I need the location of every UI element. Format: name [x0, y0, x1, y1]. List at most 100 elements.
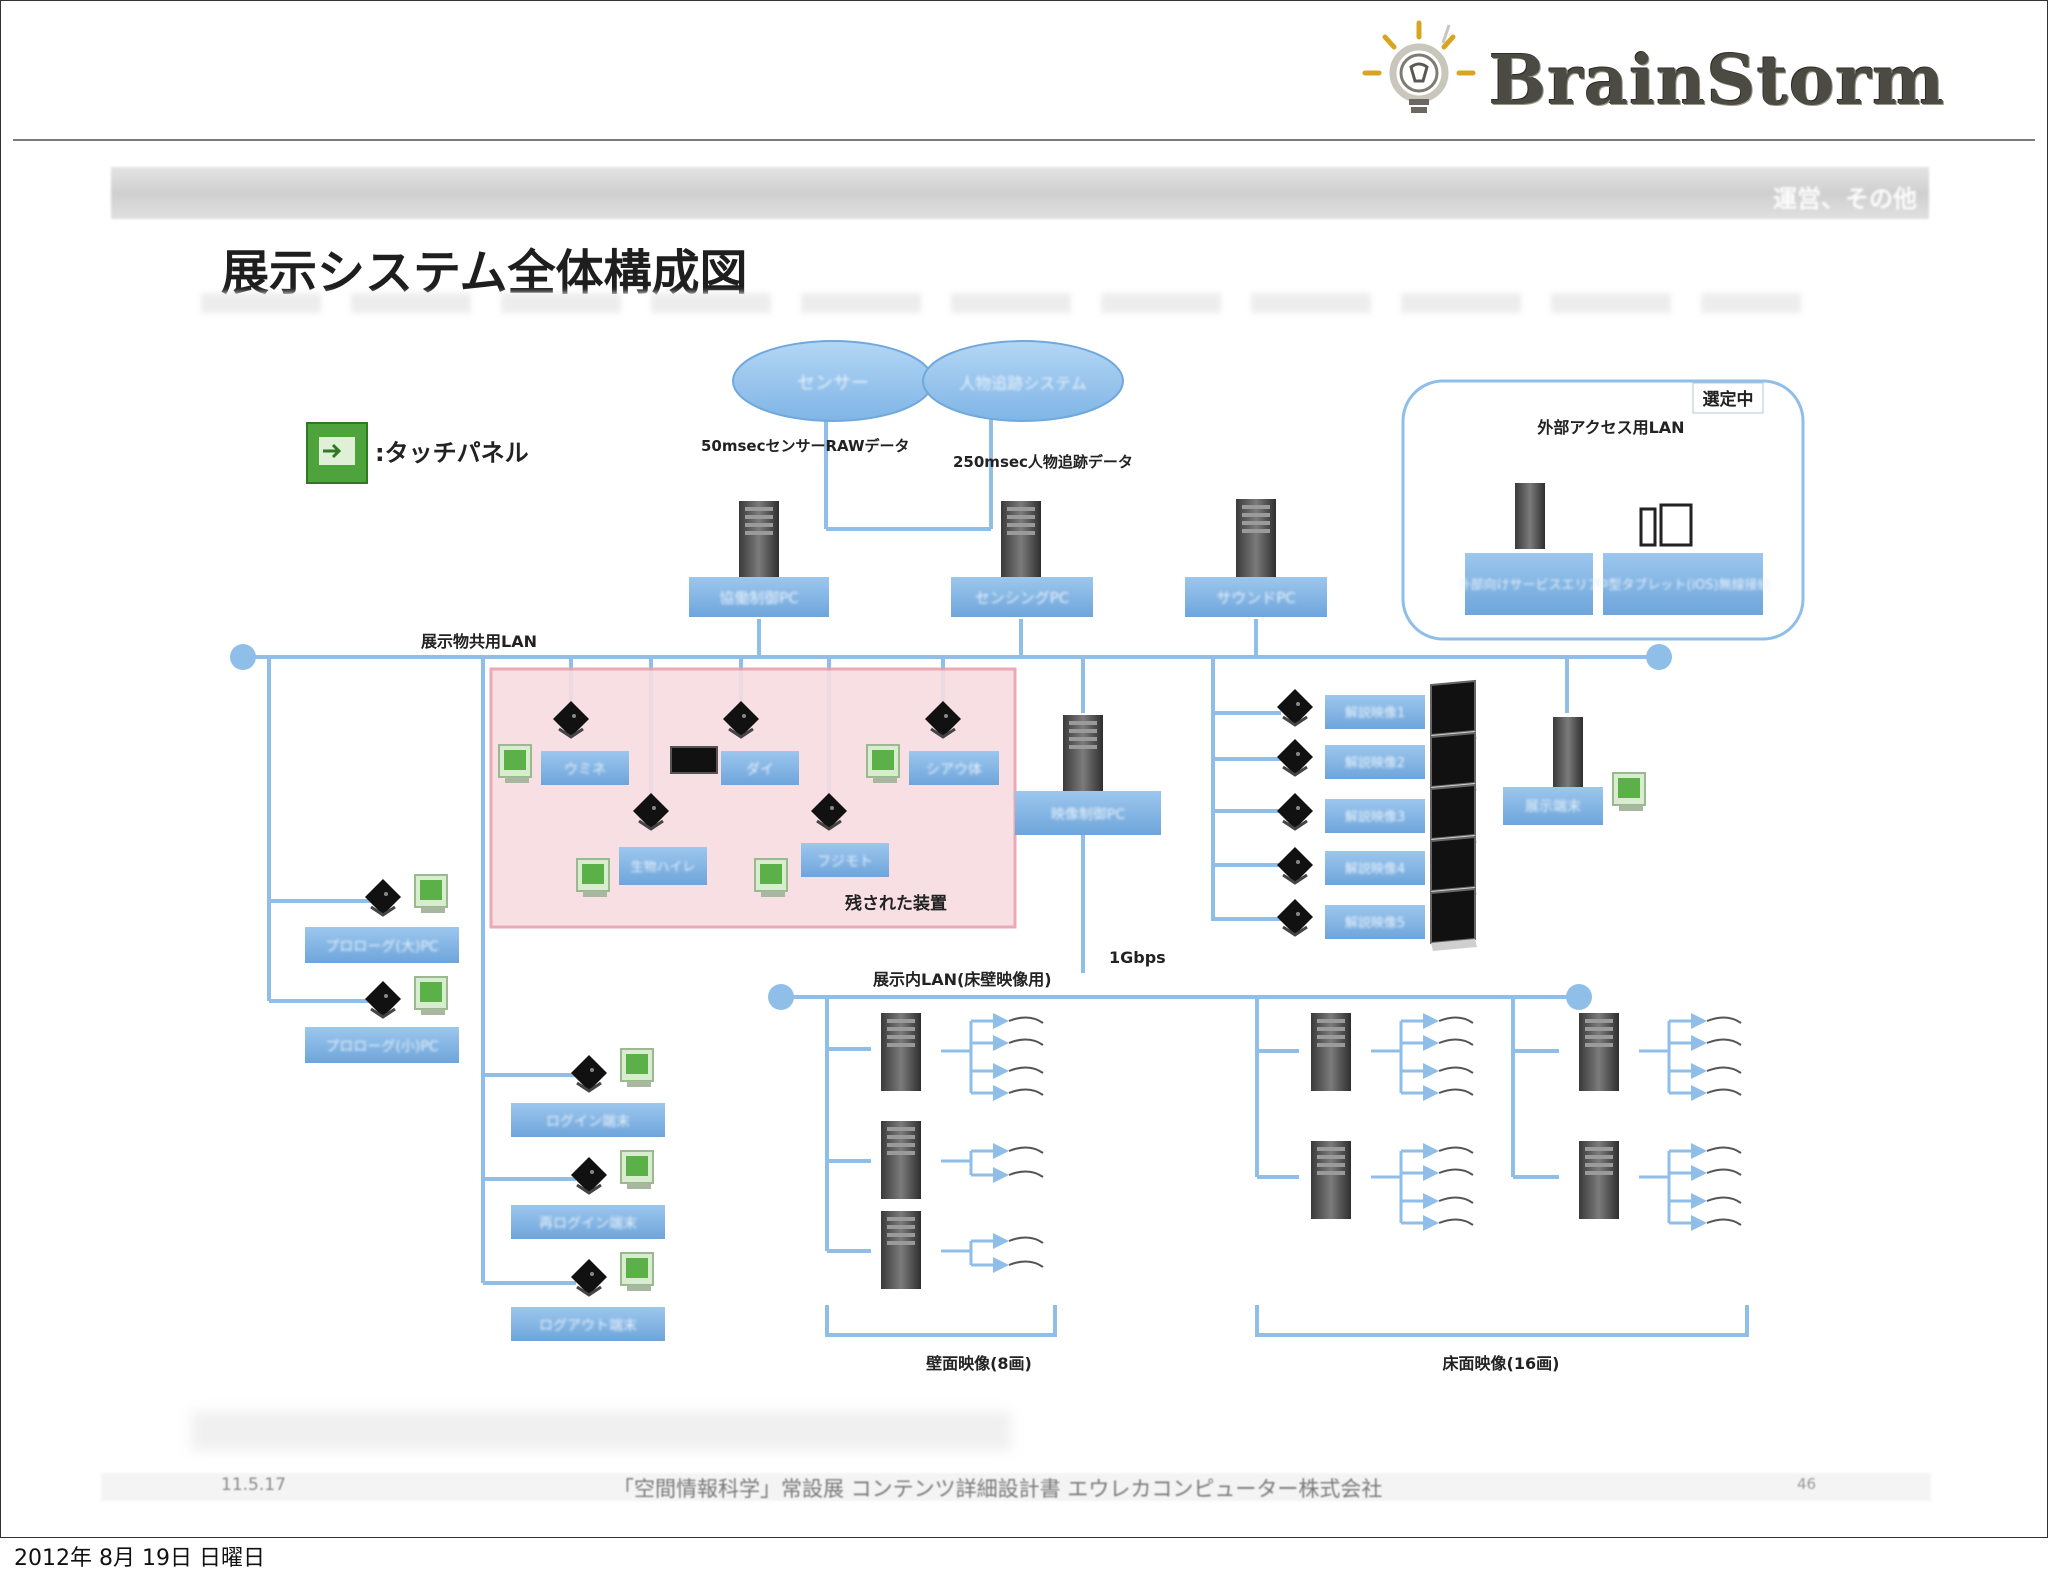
display-label: 解説映像2	[1345, 755, 1405, 771]
projector-icon	[1690, 1062, 1742, 1080]
brainstorm-logo	[1362, 20, 1476, 113]
router-icon	[1275, 897, 1315, 937]
projector-icons	[992, 1012, 1742, 1274]
server-label: 協働制御PC	[719, 589, 799, 607]
device-label: ウミネ	[564, 762, 606, 778]
footer-band	[101, 1473, 1931, 1501]
touch-panel-icon	[414, 874, 448, 914]
touch-panel-icon	[754, 858, 788, 898]
touch-panel-icon	[866, 744, 900, 784]
header-divider	[13, 139, 2035, 141]
touch-panel-icon	[414, 976, 448, 1016]
touch-panel-icon	[498, 744, 532, 784]
section-tag: 運営、その他	[1773, 185, 1917, 213]
projector-icon	[1690, 1164, 1742, 1182]
server-icon	[1553, 717, 1583, 787]
touch-panel-icon	[620, 1048, 654, 1088]
projector-icon	[1422, 1214, 1474, 1232]
station-label: プロローグ(小)PC	[325, 1039, 438, 1055]
server-icon	[881, 1013, 921, 1091]
router-icon	[569, 1155, 609, 1195]
projector-icon	[992, 1012, 1044, 1030]
cloud-tracking-label: 人物追跡システム	[959, 374, 1087, 393]
server-label: センシングPC	[975, 589, 1070, 607]
server-icon	[1311, 1013, 1351, 1091]
main-lan-label: 展示物共用LAN	[421, 632, 537, 651]
station-label: プロローグ(大)PC	[325, 939, 438, 955]
router-icon	[1275, 687, 1315, 727]
external-lan-label: 外部アクセス用LAN	[1536, 418, 1684, 437]
login-station-label: 再ログイン端末	[539, 1216, 637, 1232]
projector-icon	[992, 1256, 1044, 1274]
router-icon	[569, 1257, 609, 1297]
server-icon	[739, 501, 779, 579]
server-icon	[1579, 1141, 1619, 1219]
cloud-sensor-label: センサー	[797, 373, 869, 394]
touch-panel-icon	[620, 1252, 654, 1292]
display-label: 解説映像5	[1345, 915, 1405, 931]
projector-icon	[992, 1142, 1044, 1160]
blurred-subtitle-line	[201, 293, 1801, 313]
network-diagram: センサー 人物追跡システム :タッチパネル 50msecセンサーRAWデータ 2…	[230, 340, 1805, 1373]
projector-icon	[992, 1034, 1044, 1052]
projector-icon	[1690, 1012, 1742, 1030]
blurred-note	[191, 1411, 1011, 1451]
cloud-tracking	[922, 340, 1124, 422]
projector-icon	[1422, 1012, 1474, 1030]
device-label: シアウ体	[926, 762, 982, 778]
explanation-displays	[1275, 680, 1478, 952]
external-box-label: 外部向けサービスエリア	[1457, 577, 1600, 593]
projector-icon	[1690, 1192, 1742, 1210]
router-icon	[363, 979, 403, 1019]
flow-sensor-label: 50msecセンサーRAWデータ	[701, 437, 910, 455]
router-icon	[363, 877, 403, 917]
projector-icon	[1690, 1034, 1742, 1052]
footer-center: 「空間情報科学」常設展 コンテンツ詳細設計書 エウレカコンピューター株式会社	[613, 1477, 1383, 1501]
link-speed-label: 1Gbps	[1109, 948, 1166, 967]
flow-tracking-label: 250msec人物追跡データ	[953, 453, 1133, 471]
router-icon	[1275, 845, 1315, 885]
legend-label: :タッチパネル	[375, 439, 529, 467]
server-icon	[1001, 501, 1041, 579]
server-icon	[881, 1211, 921, 1289]
server-icon	[1515, 483, 1545, 549]
date-stamp: 2012年 8月 19日 日曜日	[14, 1546, 265, 1571]
device-label: ダイ	[746, 762, 774, 778]
projector-icon	[1422, 1034, 1474, 1052]
server-icon	[1063, 715, 1103, 793]
monitor-icon	[670, 746, 718, 774]
external-badge: 選定中	[1703, 389, 1754, 410]
router-icon	[1275, 737, 1315, 777]
external-box-label: 中型タブレット(iOS)無線接続	[1595, 577, 1770, 593]
projector-links	[941, 1019, 1693, 1267]
group-label-floor: 床面映像(16画)	[1443, 1354, 1560, 1373]
section-band	[111, 167, 1929, 219]
device-label: フジモト	[817, 854, 873, 870]
server-icon	[1311, 1141, 1351, 1219]
login-station-label: ログイン端末	[546, 1114, 630, 1130]
group-label-wall: 壁面映像(8画)	[926, 1354, 1032, 1373]
lightbulb-icon	[1362, 20, 1476, 113]
logo-wordmark: BrainStorm	[1489, 41, 1946, 121]
tablet-icon	[1639, 503, 1693, 547]
red-zone-label: 残された装置	[845, 893, 947, 914]
inner-lan-label: 展示内LAN(床壁映像用)	[873, 970, 1052, 989]
terminal-label: 展示端末	[1525, 799, 1581, 815]
projector-icon	[992, 1232, 1044, 1250]
router-icon	[569, 1053, 609, 1093]
projector-icon	[1690, 1214, 1742, 1232]
footer-left: 11.5.17	[221, 1475, 286, 1495]
touch-panel-icon	[576, 858, 610, 898]
projector-icon	[992, 1084, 1044, 1102]
monitor-icon	[1430, 888, 1478, 952]
projector-icon	[1422, 1142, 1474, 1160]
footer-page-number: 46	[1797, 1475, 1817, 1493]
projector-icon	[992, 1062, 1044, 1080]
projector-icon	[1422, 1084, 1474, 1102]
touch-panel-icon	[620, 1150, 654, 1190]
video-pc-label: 映像制御PC	[1051, 807, 1125, 823]
projector-icon	[992, 1166, 1044, 1184]
server-icon	[881, 1121, 921, 1199]
touch-panel-icon	[1612, 772, 1646, 812]
router-icon	[1275, 791, 1315, 831]
